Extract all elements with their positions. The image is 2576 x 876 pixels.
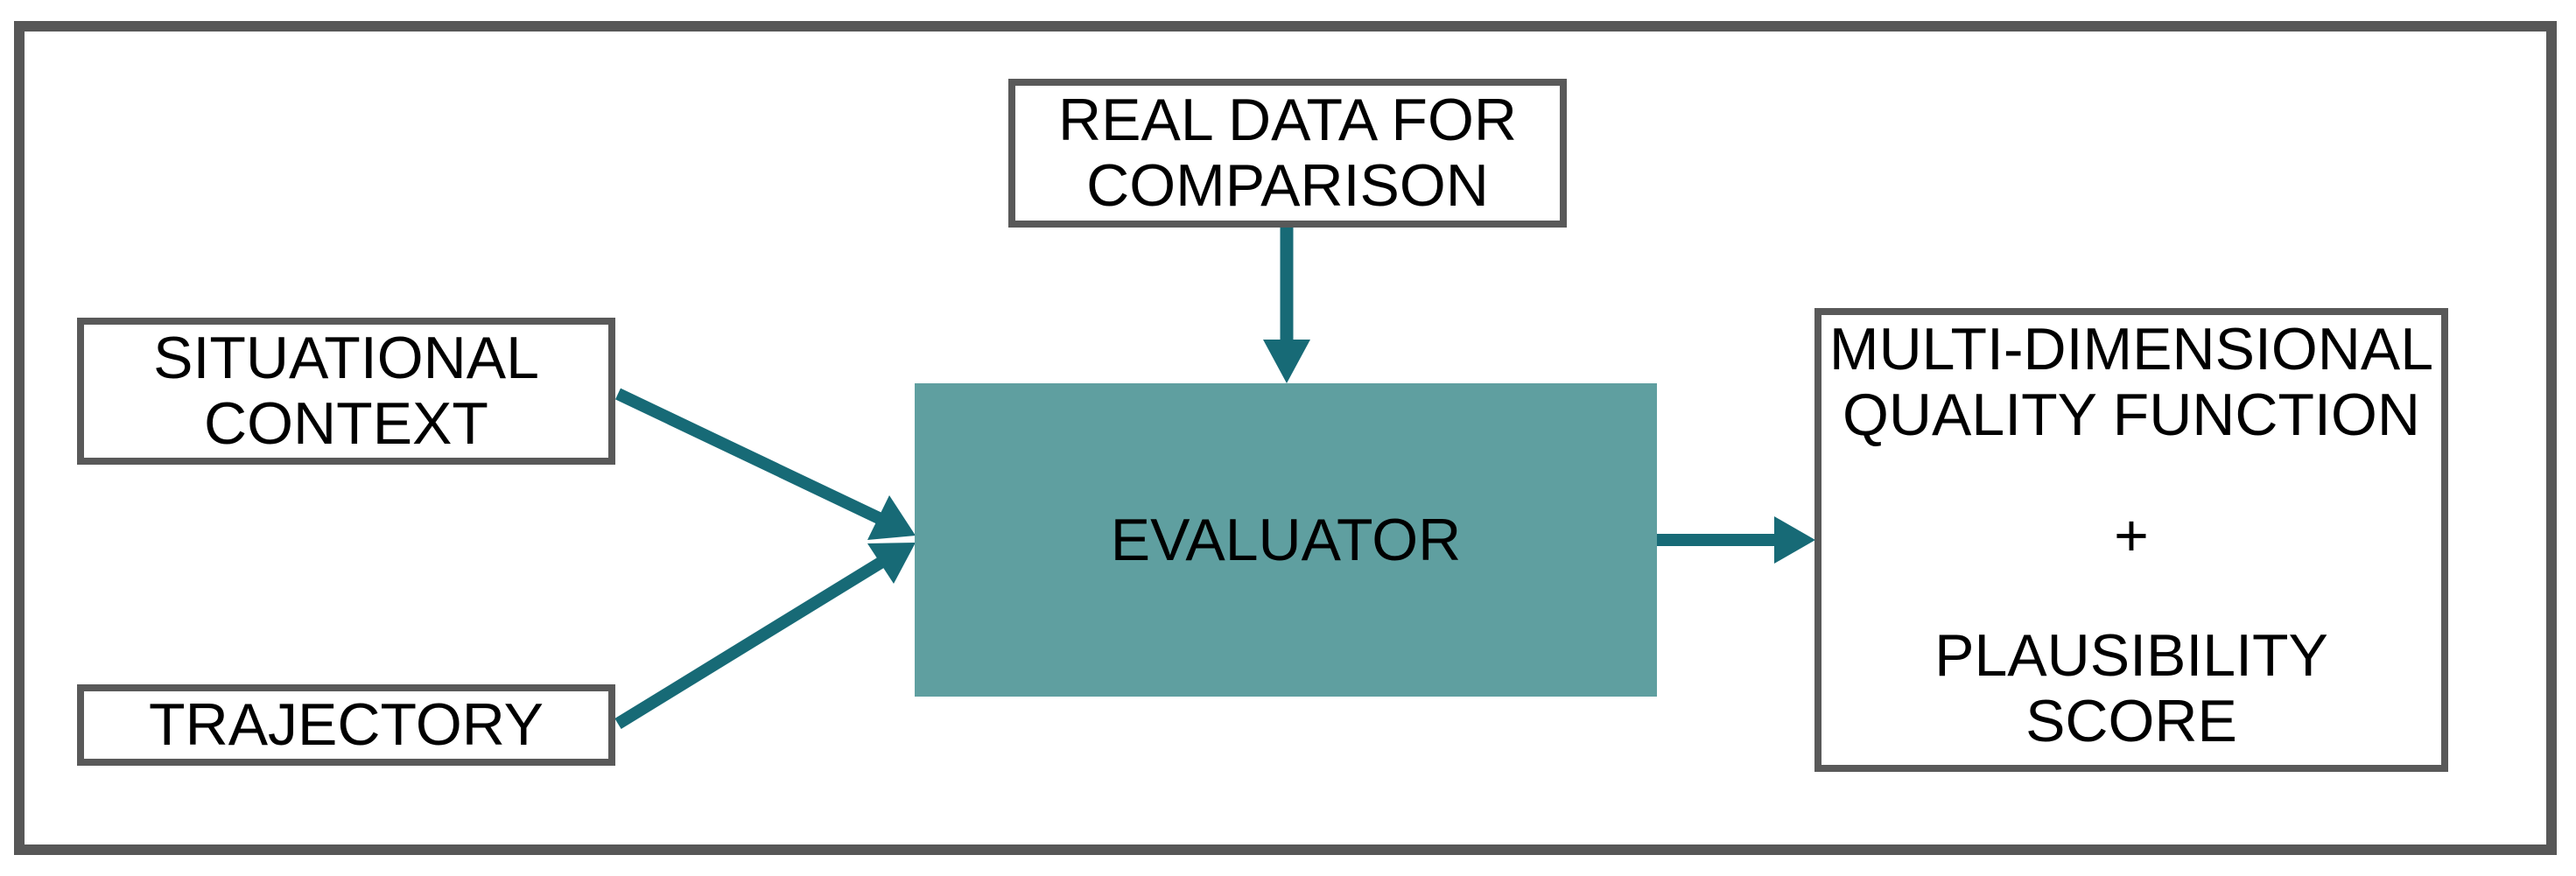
situational-context-line2: CONTEXT bbox=[204, 390, 488, 457]
trajectory-box: TRAJECTORY bbox=[77, 684, 615, 766]
evaluator-box: EVALUATOR bbox=[915, 383, 1657, 697]
quality-output-box: MULTI-DIMENSIONAL QUALITY FUNCTION + PLA… bbox=[1814, 308, 2448, 772]
quality-output-plus: + bbox=[2114, 501, 2149, 569]
trajectory-label: TRAJECTORY bbox=[149, 691, 544, 758]
quality-output-top-block: MULTI-DIMENSIONAL QUALITY FUNCTION bbox=[1821, 317, 2441, 448]
outer-frame bbox=[14, 21, 2557, 855]
real-data-for-comparison-box: REAL DATA FOR COMPARISON bbox=[1008, 79, 1567, 228]
arrow-trajectory-to-evaluator bbox=[614, 543, 916, 729]
arrow-real-data-to-evaluator bbox=[1263, 228, 1310, 383]
real-data-line1: REAL DATA FOR bbox=[1058, 87, 1517, 153]
quality-output-line2: QUALITY FUNCTION bbox=[1843, 382, 2420, 448]
real-data-line2: COMPARISON bbox=[1086, 152, 1489, 219]
situational-context-line1: SITUATIONAL bbox=[153, 325, 539, 391]
arrow-evaluator-to-output bbox=[1657, 516, 1815, 564]
quality-output-line4: SCORE bbox=[2025, 688, 2237, 754]
evaluator-label: EVALUATOR bbox=[1110, 506, 1462, 573]
arrow-situational-context-to-evaluator bbox=[614, 388, 916, 540]
quality-output-line3: PLAUSIBILITY bbox=[1934, 622, 2328, 689]
situational-context-box: SITUATIONAL CONTEXT bbox=[77, 318, 615, 465]
quality-output-bottom-block: PLAUSIBILITY SCORE bbox=[1821, 623, 2441, 754]
quality-output-line1: MULTI-DIMENSIONAL bbox=[1828, 316, 2434, 382]
